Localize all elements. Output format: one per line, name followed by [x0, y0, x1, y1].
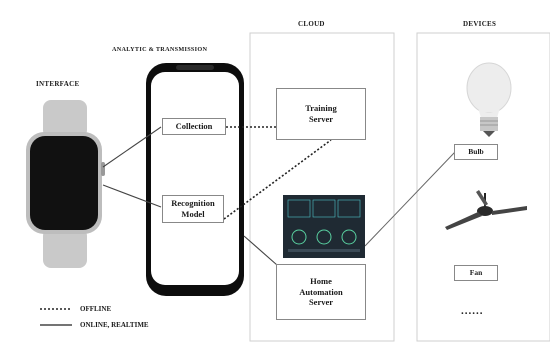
collection-box: Collection: [162, 118, 226, 135]
dashboard-screen-icon: [283, 195, 365, 258]
home-server-label: Server: [308, 297, 334, 308]
devices-title: DEVICES: [463, 20, 497, 28]
home-label: Home: [310, 276, 332, 287]
link-watch-recognition: [102, 184, 162, 208]
training-server-label: Server: [308, 114, 334, 124]
smartwatch-icon: [26, 100, 105, 268]
automation-label: Automation: [299, 286, 343, 297]
model-label: Model: [181, 209, 205, 219]
fan-box: Fan: [454, 265, 498, 281]
recognition-label: Recognition: [171, 198, 215, 209]
training-label: Training: [305, 103, 337, 114]
link-dashboard-bulb: [364, 151, 456, 247]
light-bulb-icon: [466, 62, 512, 137]
training-server-box: Training Server: [276, 88, 366, 140]
more-devices-ellipsis: ......: [461, 305, 484, 317]
analytic-title: ANALYTIC & TRANSMISSION: [112, 46, 208, 53]
collection-label: Collection: [175, 121, 213, 132]
cloud-title: CLOUD: [298, 20, 325, 28]
interface-title: INTERFACE: [36, 80, 80, 88]
devices-panel: [416, 32, 550, 342]
link-watch-collection: [102, 126, 162, 168]
legend-online-label: ONLINE, REALTIME: [80, 321, 149, 329]
ceiling-fan-icon: [445, 190, 527, 230]
cloud-panel: [249, 32, 395, 342]
legend-offline-label: OFFLINE: [80, 305, 112, 313]
home-automation-server-box: Home Automation Server: [276, 264, 366, 320]
fan-label: Fan: [469, 268, 483, 278]
recognition-model-box: Recognition Model: [162, 195, 224, 223]
bulb-label: Bulb: [468, 147, 484, 157]
link-phone-homeserver: [243, 235, 278, 266]
smartphone-icon: [146, 63, 244, 296]
bulb-box: Bulb: [454, 144, 498, 160]
